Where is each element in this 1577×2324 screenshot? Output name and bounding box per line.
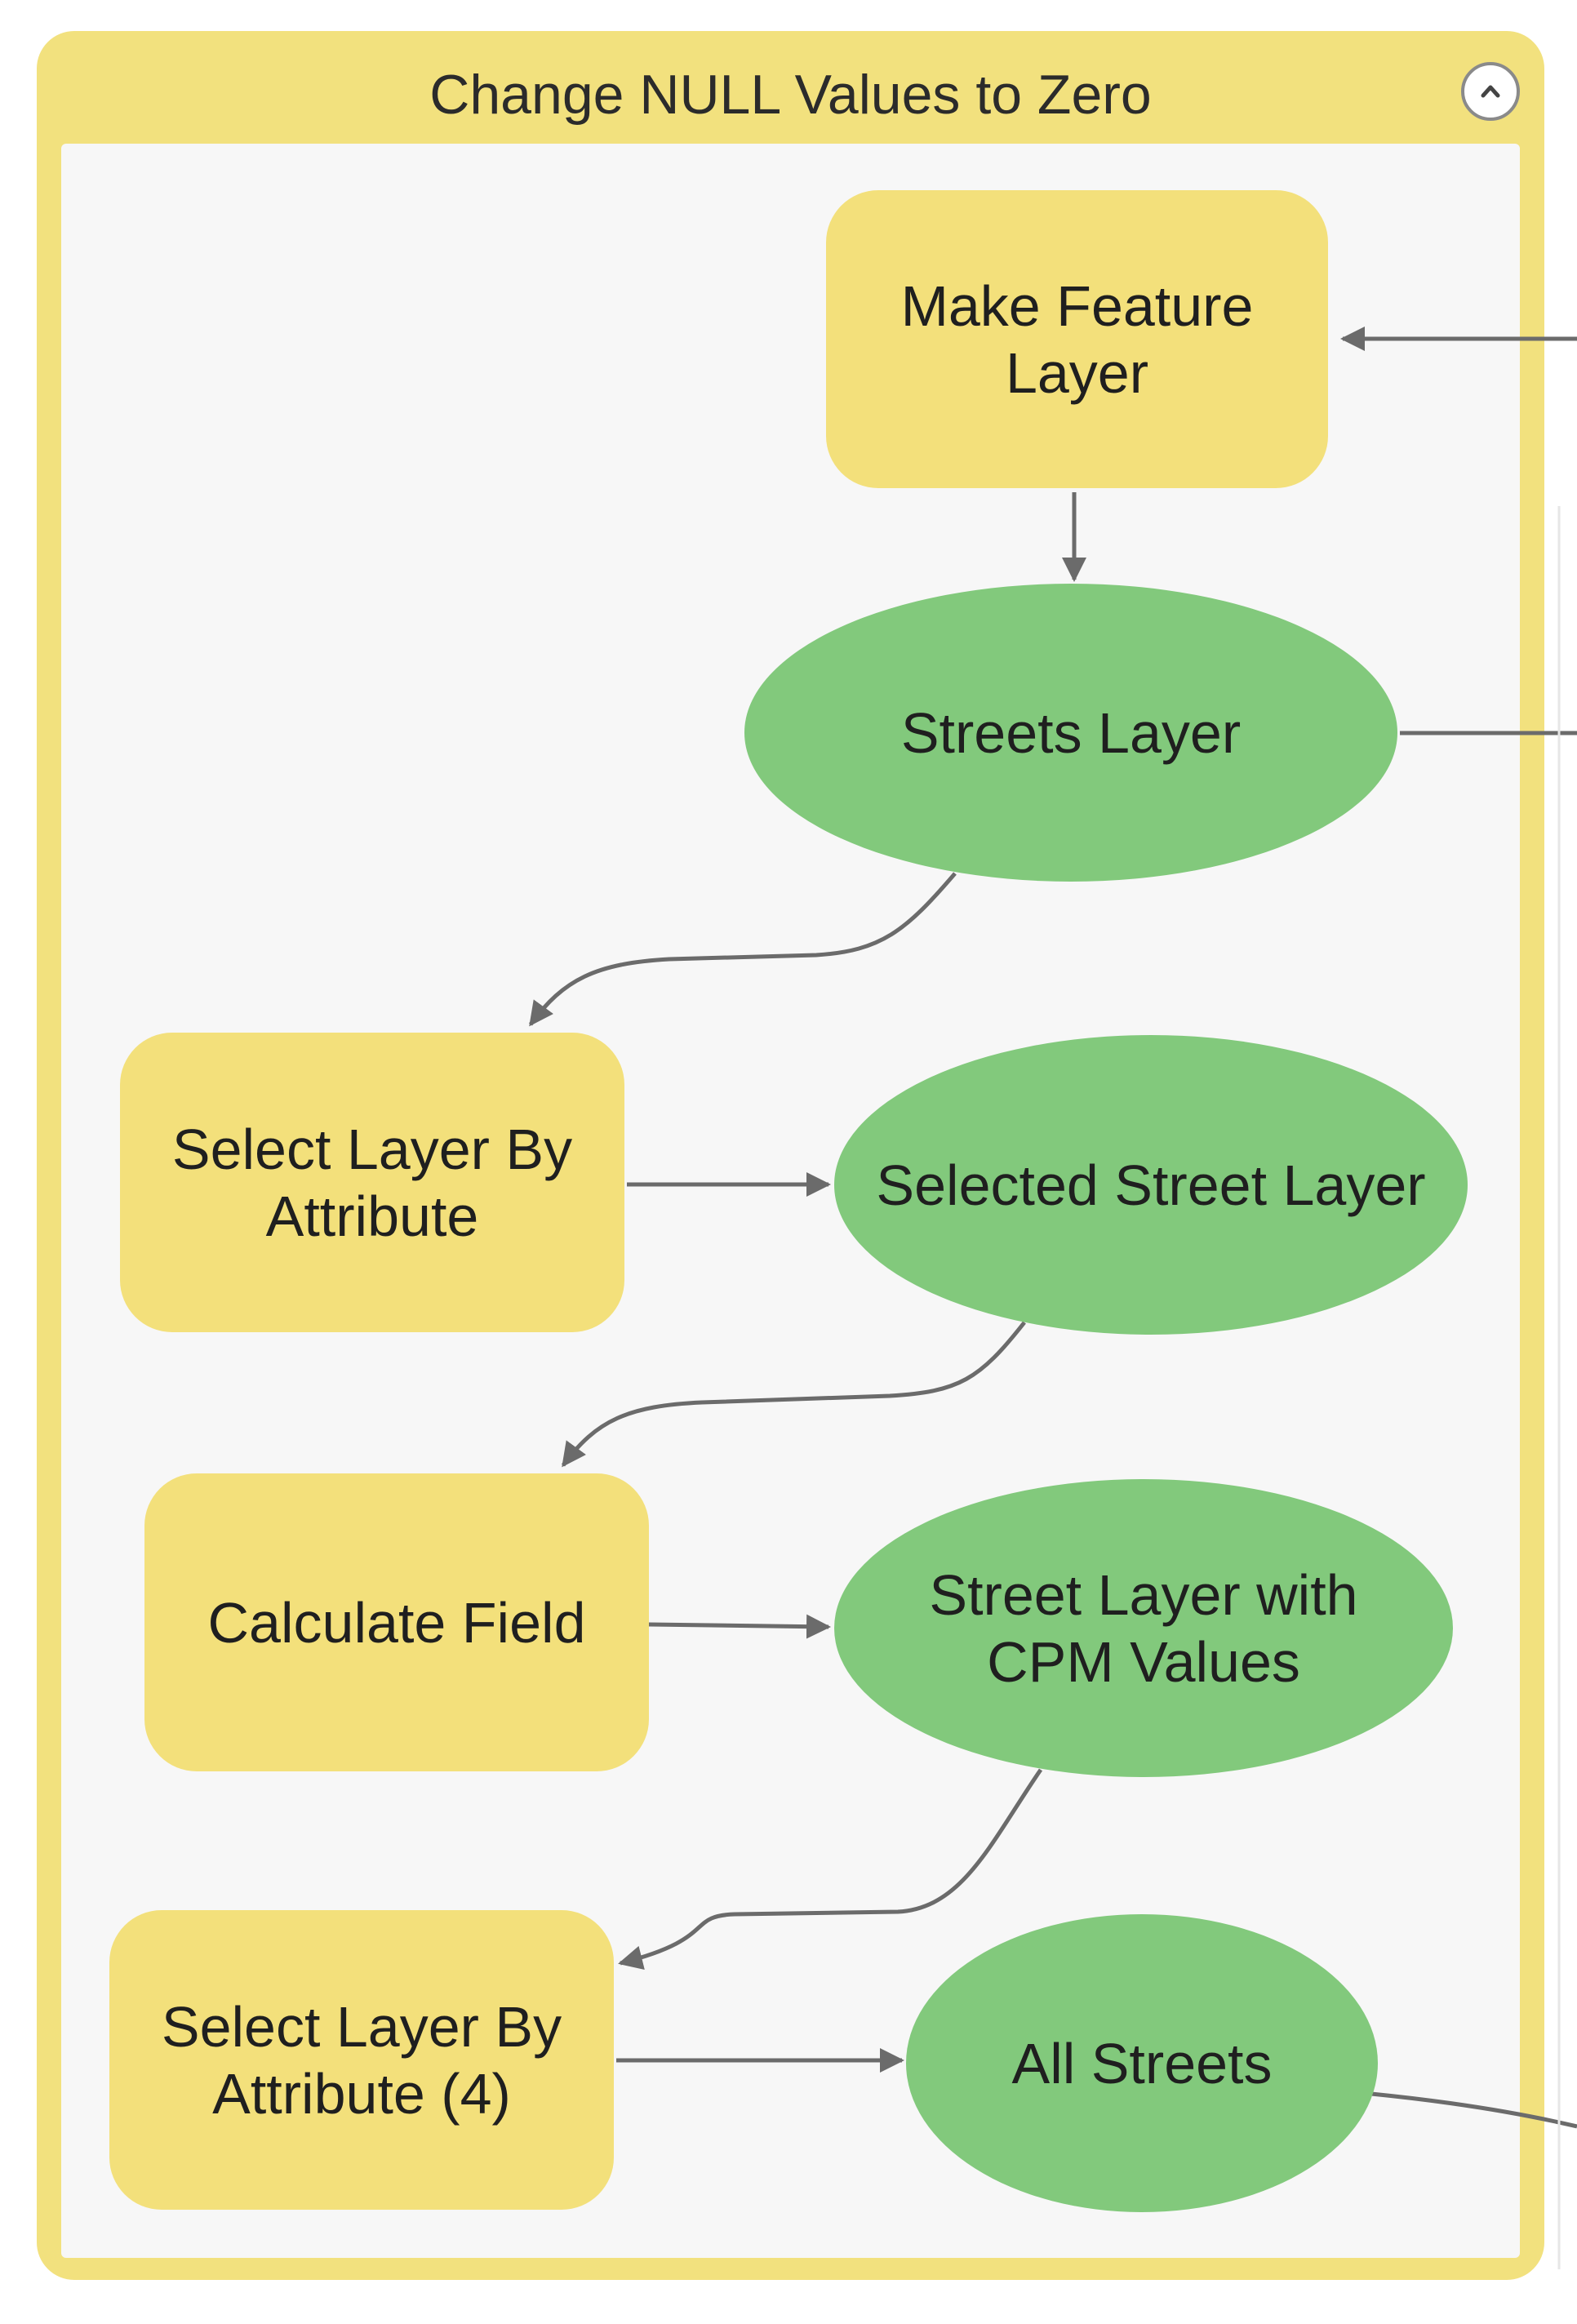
node-calculate-field[interactable]: Calculate Field (144, 1473, 649, 1771)
node-streets-layer[interactable]: Streets Layer (744, 584, 1397, 882)
collapse-group-button[interactable] (1461, 62, 1520, 121)
node-make-feature-layer[interactable]: Make Feature Layer (826, 190, 1328, 488)
node-street-layer-with-cpm-values[interactable]: Street Layer with CPM Values (834, 1479, 1453, 1777)
node-select-layer-by-attribute[interactable]: Select Layer By Attribute (120, 1033, 624, 1332)
node-select-layer-by-attribute-4[interactable]: Select Layer By Attribute (4) (109, 1910, 614, 2210)
node-all-streets[interactable]: All Streets (906, 1914, 1378, 2212)
node-selected-street-layer[interactable]: Selected Street Layer (834, 1035, 1468, 1335)
chevron-up-icon (1481, 85, 1500, 98)
group-title: Change NULL Values to Zero (429, 64, 1152, 126)
